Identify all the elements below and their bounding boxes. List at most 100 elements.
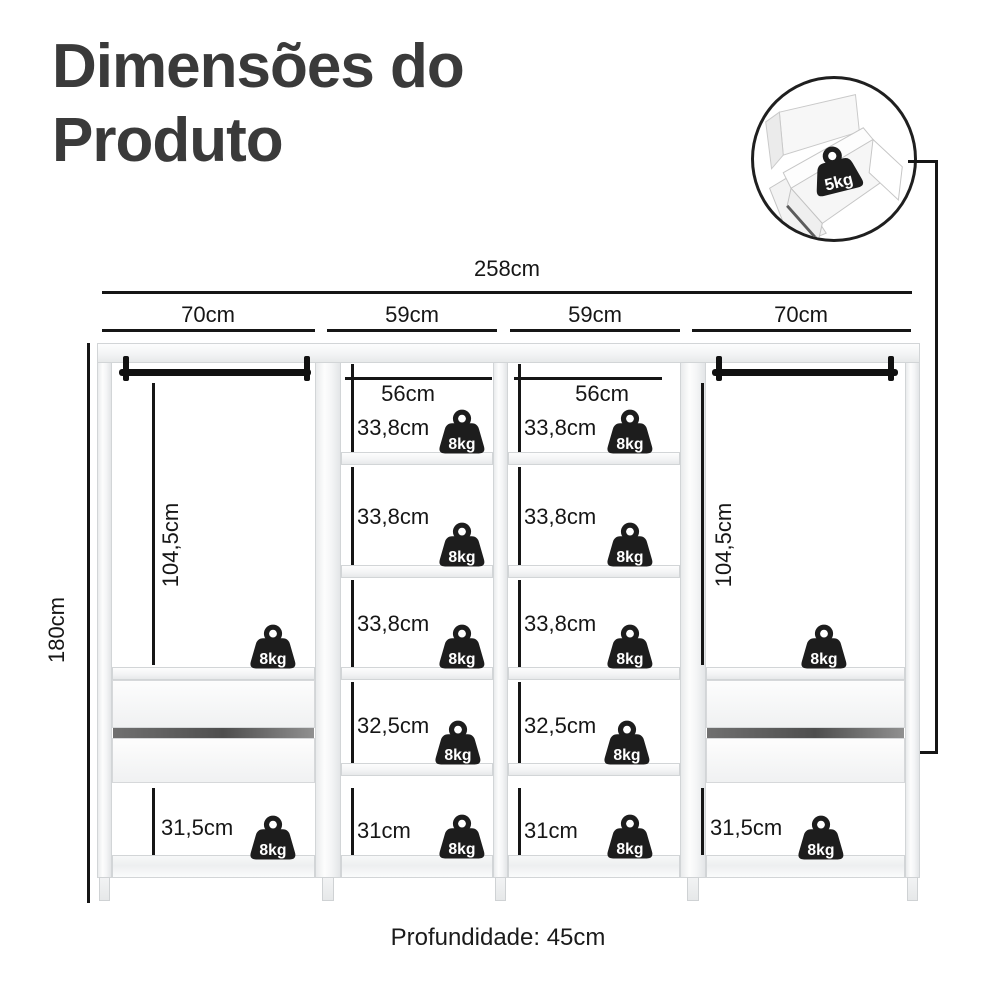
weight-icon-8kg: 8kg — [607, 814, 653, 859]
foot — [322, 877, 334, 901]
dim-compartment-line — [351, 580, 354, 667]
dim-col-width-line-1 — [102, 329, 315, 332]
rod-bracket — [304, 356, 310, 381]
foot — [907, 877, 918, 901]
dim-compartment-line — [518, 682, 521, 763]
dim-compartment-line — [518, 467, 521, 565]
svg-text:8kg: 8kg — [448, 549, 475, 566]
dim-total-width-label: 258cm — [473, 256, 541, 281]
dim-compartment-label: 32,5cm — [524, 713, 597, 738]
frame-post-left — [97, 343, 112, 878]
foot — [687, 877, 699, 901]
svg-text:8kg: 8kg — [448, 651, 475, 668]
weight-icon-8kg: 8kg — [439, 522, 485, 567]
dim-compartment-label: 33,8cm — [357, 504, 430, 529]
svg-text:8kg: 8kg — [448, 841, 475, 858]
svg-text:8kg: 8kg — [616, 549, 643, 566]
weight-icon-8kg: 8kg — [798, 815, 844, 860]
dim-inner-width-right-label: 56cm — [575, 381, 629, 406]
dim-bottom-left-line — [152, 788, 155, 855]
dim-height-label: 180cm — [44, 596, 69, 664]
dim-bottom-right-line — [701, 788, 704, 855]
svg-text:8kg: 8kg — [810, 651, 837, 668]
dim-total-width-line — [102, 291, 912, 294]
foot — [99, 877, 110, 901]
dim-compartment-label: 33,8cm — [524, 415, 597, 440]
dim-col-width-line-2 — [327, 329, 497, 332]
dim-height-line — [87, 343, 90, 903]
drawer-gap — [113, 728, 314, 738]
dim-compartment-line — [518, 580, 521, 667]
shelf — [341, 667, 493, 680]
svg-text:8kg: 8kg — [259, 651, 286, 668]
weight-icon-8kg: 8kg — [250, 624, 296, 669]
shelf — [341, 565, 493, 578]
weight-icon-8kg: 8kg — [435, 720, 481, 765]
shelf — [508, 565, 680, 578]
dim-compartment-label: 33,8cm — [357, 415, 430, 440]
drawer-front — [706, 680, 905, 728]
weight-icon-8kg: 8kg — [607, 409, 653, 454]
hanging-rod-left — [119, 369, 311, 376]
rod-bracket — [888, 356, 894, 381]
dim-col-width-line-4 — [692, 329, 911, 332]
svg-text:8kg: 8kg — [259, 842, 286, 859]
rod-bracket — [716, 356, 722, 381]
dim-hanging-right-label: 104,5cm — [711, 502, 736, 588]
svg-text:8kg: 8kg — [616, 436, 643, 453]
drawer-capacity-inset-circle: 5kg — [751, 76, 917, 242]
inset-callout-line — [908, 160, 938, 163]
dim-compartment-line — [351, 467, 354, 565]
dim-hanging-right-line — [701, 383, 704, 665]
dim-compartment-line — [351, 788, 354, 855]
bottom-shelf — [508, 855, 680, 878]
dim-compartment-label: 31cm — [524, 818, 578, 843]
page-title: Dimensões do Produto — [52, 32, 465, 176]
dim-col-width-line-3 — [510, 329, 680, 332]
weight-icon-8kg: 8kg — [439, 409, 485, 454]
shelf — [508, 452, 680, 465]
dim-compartment-label: 31cm — [357, 818, 411, 843]
shelf — [508, 667, 680, 680]
foot — [495, 877, 506, 901]
shelf — [112, 667, 315, 680]
weight-icon-8kg: 8kg — [607, 522, 653, 567]
hanging-rod-right — [712, 369, 898, 376]
weight-icon-8kg: 8kg — [250, 815, 296, 860]
frame-post-inner-2 — [493, 343, 508, 878]
weight-icon-8kg: 8kg — [607, 624, 653, 669]
svg-text:8kg: 8kg — [807, 842, 834, 859]
svg-text:8kg: 8kg — [616, 841, 643, 858]
svg-text:8kg: 8kg — [444, 747, 471, 764]
dim-compartment-line — [518, 364, 521, 452]
drawer-front — [112, 680, 315, 728]
dim-col-width-label-3: 59cm — [568, 302, 622, 327]
dim-bottom-right-label: 31,5cm — [710, 815, 783, 840]
weight-icon-8kg: 8kg — [439, 814, 485, 859]
inset-callout-line — [935, 160, 938, 754]
bottom-shelf — [341, 855, 493, 878]
frame-post-inner-1 — [315, 343, 341, 878]
dim-bottom-left-label: 31,5cm — [161, 815, 234, 840]
frame-post-right — [905, 343, 920, 878]
weight-icon-8kg: 8kg — [801, 624, 847, 669]
dim-compartment-label: 33,8cm — [524, 504, 597, 529]
dim-compartment-label: 33,8cm — [524, 611, 597, 636]
inset-drawer-illustration: 5kg — [765, 94, 903, 239]
weight-icon-8kg: 8kg — [604, 720, 650, 765]
shelf — [341, 452, 493, 465]
dim-compartment-line — [518, 788, 521, 855]
dim-compartment-line — [351, 682, 354, 763]
drawer-gap — [707, 728, 904, 738]
dim-hanging-left-label: 104,5cm — [158, 502, 183, 588]
dim-col-width-label-2: 59cm — [385, 302, 439, 327]
dim-inner-width-left-label: 56cm — [381, 381, 435, 406]
dim-compartment-line — [351, 364, 354, 452]
drawer-front — [706, 738, 905, 783]
shelf — [508, 763, 680, 776]
top-beam — [97, 343, 920, 363]
rod-bracket — [123, 356, 129, 381]
dim-inner-width-left-line — [345, 377, 492, 380]
svg-text:8kg: 8kg — [613, 747, 640, 764]
